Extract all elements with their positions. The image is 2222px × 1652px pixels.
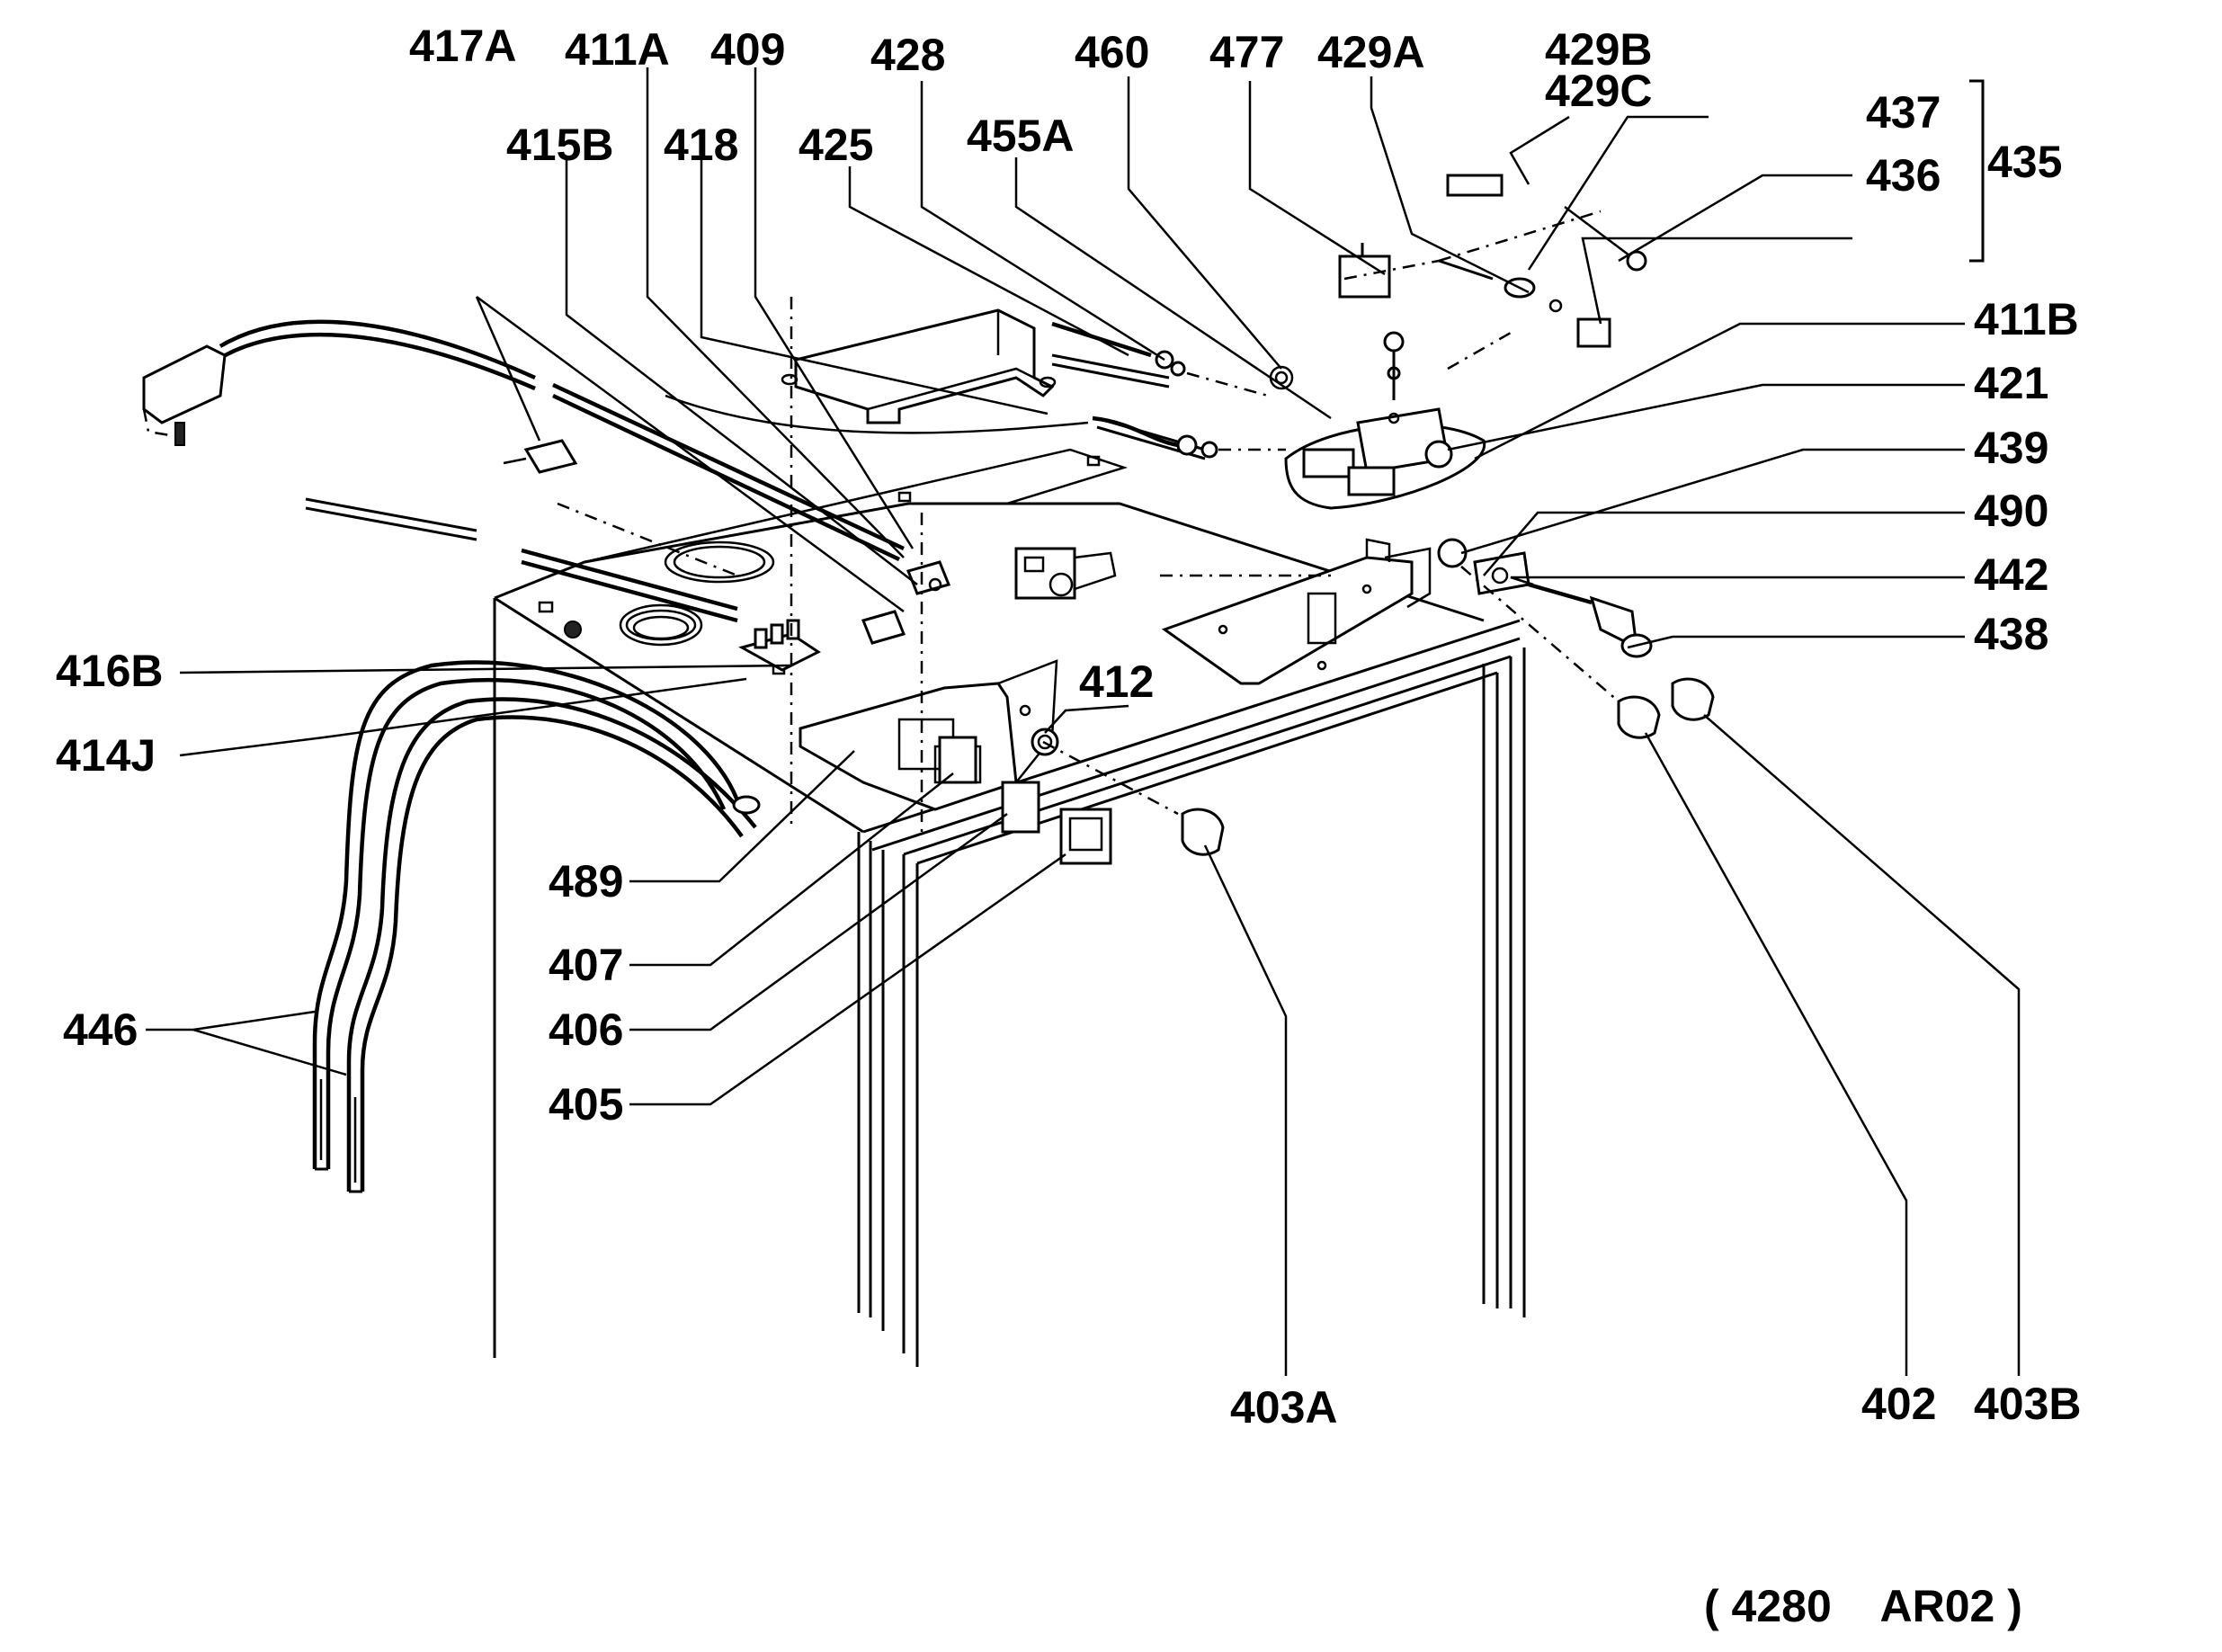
label-428: 428 bbox=[870, 30, 945, 80]
leader-lines bbox=[146, 67, 2021, 1376]
part-labels: 417A 411A 409 428 460 477 429A 429B 429C… bbox=[56, 21, 2082, 1631]
capillary-coils bbox=[619, 540, 775, 647]
label-418: 418 bbox=[664, 120, 738, 170]
gas-valve-421 bbox=[1284, 407, 1486, 510]
thermostat-418 bbox=[1014, 547, 1117, 600]
label-439: 439 bbox=[1974, 423, 2048, 473]
label-446: 446 bbox=[63, 1005, 138, 1055]
wire-bundle bbox=[305, 353, 1206, 638]
label-403B: 403B bbox=[1974, 1379, 2082, 1429]
label-455A: 455A bbox=[967, 111, 1075, 161]
label-402: 402 bbox=[1861, 1379, 1936, 1429]
label-403A: 403A bbox=[1230, 1382, 1338, 1433]
screw-455A bbox=[1383, 331, 1405, 400]
label-477: 477 bbox=[1209, 27, 1284, 77]
piezo-igniter-438 bbox=[1437, 538, 1653, 658]
label-442: 442 bbox=[1974, 549, 2048, 600]
label-407: 407 bbox=[549, 940, 623, 990]
label-415B: 415B bbox=[506, 120, 614, 170]
switches bbox=[938, 728, 1112, 865]
label-417A: 417A bbox=[409, 21, 517, 71]
label-412: 412 bbox=[1079, 656, 1154, 707]
label-411B: 411B bbox=[1974, 294, 2079, 344]
label-416B: 416B bbox=[56, 646, 164, 696]
cover-409 bbox=[781, 308, 1057, 424]
tubing-446 bbox=[312, 660, 761, 1193]
power-cable bbox=[142, 319, 905, 562]
terminal-block-416B bbox=[738, 619, 821, 672]
label-490: 490 bbox=[1974, 486, 2048, 536]
label-429C: 429C bbox=[1545, 66, 1653, 116]
mounting-plate-439 bbox=[1161, 538, 1432, 685]
assembly-lines bbox=[557, 259, 1620, 836]
label-437: 437 bbox=[1866, 87, 1941, 138]
drawing-reference: ( 4280 AR02 ) bbox=[1704, 1581, 2022, 1631]
label-405: 405 bbox=[549, 1079, 623, 1130]
label-414J: 414J bbox=[56, 730, 156, 781]
tube-425 bbox=[1092, 415, 1286, 459]
burner-assembly-435 bbox=[1338, 174, 1647, 348]
label-436: 436 bbox=[1866, 150, 1941, 201]
label-435: 435 bbox=[1987, 137, 2062, 187]
label-429A: 429A bbox=[1317, 27, 1425, 77]
label-489: 489 bbox=[549, 856, 623, 906]
clamps bbox=[1181, 677, 1715, 856]
label-406: 406 bbox=[549, 1005, 623, 1055]
label-429B: 429B bbox=[1545, 24, 1653, 75]
clip-417A bbox=[503, 439, 906, 645]
label-411A: 411A bbox=[565, 24, 670, 75]
label-421: 421 bbox=[1974, 358, 2048, 408]
label-460: 460 bbox=[1075, 27, 1149, 77]
label-425: 425 bbox=[799, 120, 873, 170]
clip-415B bbox=[906, 560, 951, 595]
label-438: 438 bbox=[1974, 609, 2048, 659]
label-409: 409 bbox=[710, 24, 785, 75]
